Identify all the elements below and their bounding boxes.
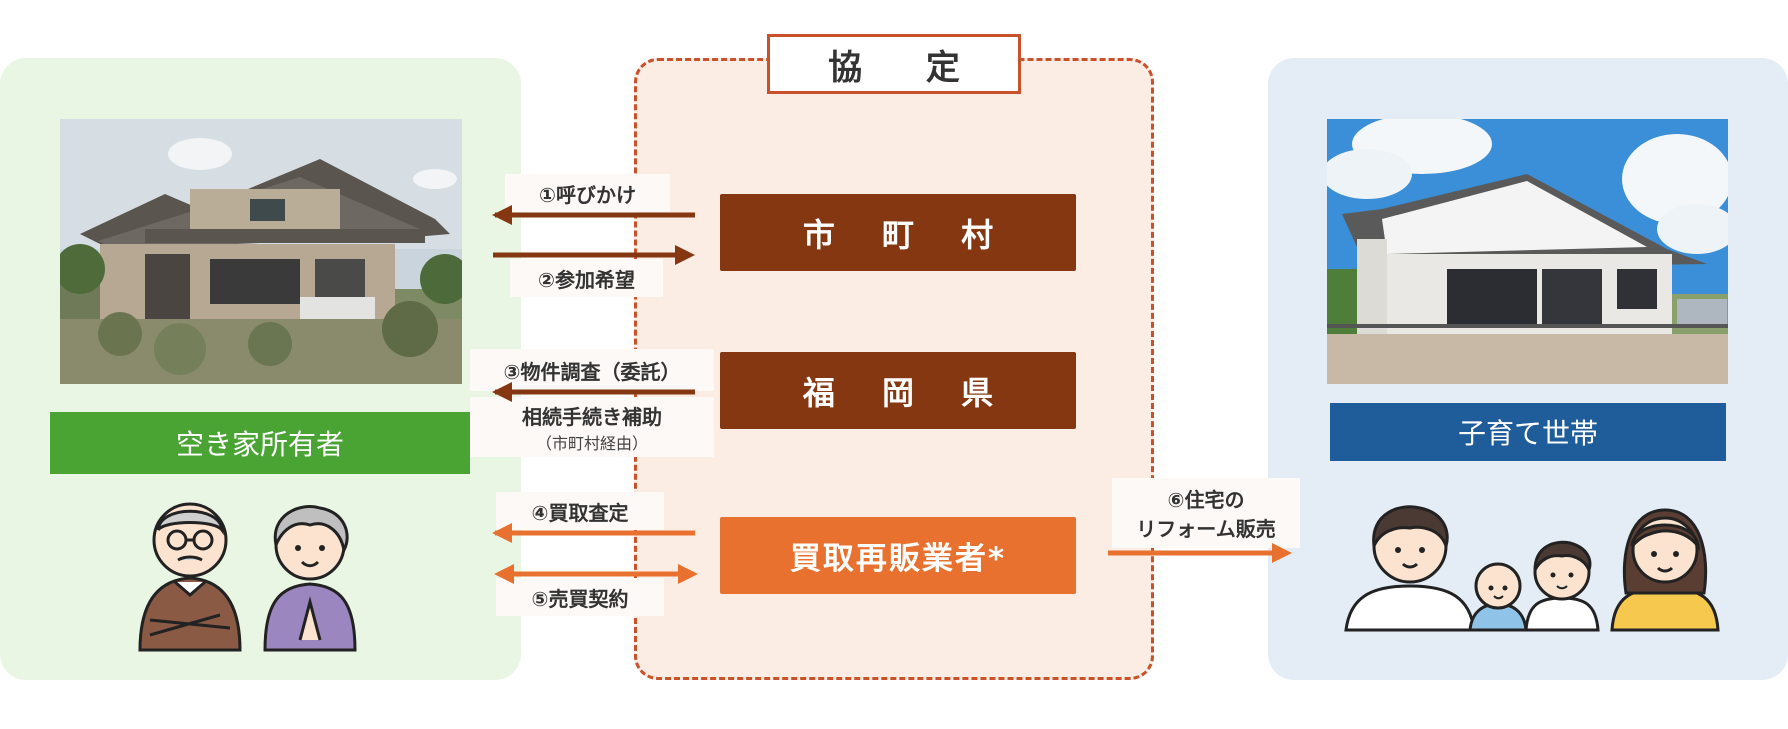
- step-3-sub-label: 相続手続き補助: [522, 404, 662, 429]
- agreement-title: 協 定: [767, 34, 1021, 94]
- step-1-label: ①呼びかけ: [505, 174, 670, 212]
- arrow-step-4: [492, 523, 695, 543]
- step-6-line-1: ⑥住宅の: [1167, 488, 1245, 512]
- step-2-label: ②参加希望: [510, 259, 663, 297]
- municipality-box: 市 町 村: [720, 194, 1076, 271]
- step-4-label: ④買取査定: [496, 492, 664, 530]
- reseller-box: 買取再販業者*: [720, 517, 1076, 594]
- arrow-step-5: [494, 564, 698, 584]
- family-illustration: [1340, 498, 1730, 633]
- old-house-photo: [60, 119, 462, 384]
- step-3-note: （市町村経由）: [535, 433, 648, 453]
- renovated-house-photo: [1327, 119, 1728, 384]
- elderly-couple-illustration: [130, 490, 370, 655]
- arrow-step-6: [1108, 543, 1292, 563]
- arrow-step-3: [492, 382, 695, 402]
- arrow-step-2: [493, 245, 695, 265]
- step-5-label: ⑤売買契約: [496, 578, 664, 616]
- step-6-label: ⑥住宅の リフォーム販売: [1112, 478, 1300, 548]
- family-label: 子育て世帯: [1330, 403, 1726, 461]
- step-6-line-2: リフォーム販売: [1136, 517, 1276, 541]
- arrow-step-1: [492, 205, 695, 225]
- step-3-detail: 相続手続き補助 （市町村経由）: [470, 397, 714, 457]
- prefecture-box: 福 岡 県: [720, 352, 1076, 429]
- owner-label: 空き家所有者: [50, 412, 470, 474]
